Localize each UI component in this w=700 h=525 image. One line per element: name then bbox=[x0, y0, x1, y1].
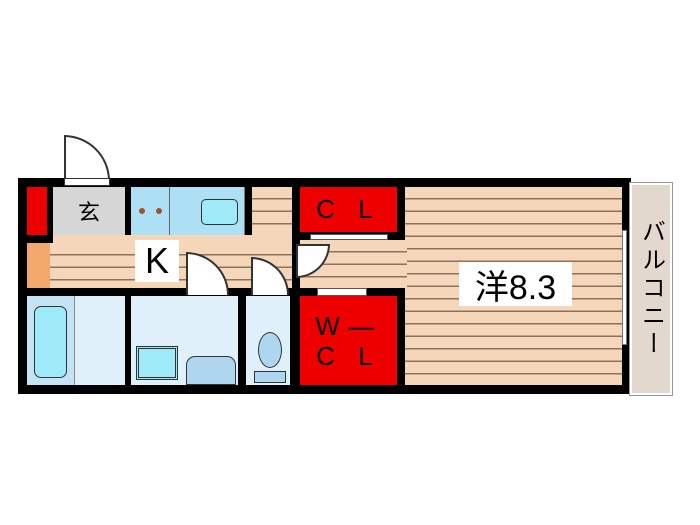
washroom bbox=[131, 296, 238, 385]
balcony-label: バルコニー bbox=[637, 219, 665, 359]
kitchen-counter bbox=[131, 187, 245, 235]
wic-door bbox=[317, 288, 367, 296]
stove-divider bbox=[169, 187, 170, 235]
toilet-tank-icon bbox=[254, 371, 286, 383]
western-room-gap bbox=[397, 240, 407, 288]
balcony: バルコニー bbox=[629, 182, 673, 396]
bathtub-icon bbox=[34, 306, 67, 378]
kitchen-label-box: K bbox=[135, 240, 179, 282]
kitchen-corridor-top bbox=[53, 235, 292, 243]
wic-label-2: C L bbox=[316, 340, 381, 371]
closet-label: C L bbox=[316, 194, 381, 224]
washbasin-icon bbox=[186, 356, 236, 385]
toilet-icon bbox=[258, 332, 282, 368]
closet-sliding-door bbox=[310, 234, 388, 240]
burner-icon bbox=[156, 208, 162, 214]
entrance: 玄 bbox=[53, 187, 125, 235]
washing-machine-icon bbox=[136, 346, 178, 380]
toilet-room bbox=[246, 296, 290, 385]
wic-label-1: W— bbox=[315, 310, 382, 341]
western-room-label-box: 洋8.3 bbox=[459, 262, 572, 307]
bathroom bbox=[27, 296, 125, 385]
fridge-space bbox=[27, 243, 50, 288]
shoe-closet bbox=[27, 187, 47, 235]
kitchen-floor-upper bbox=[252, 187, 292, 235]
entry-door-gap bbox=[64, 178, 110, 186]
western-room-label: 洋8.3 bbox=[474, 268, 557, 307]
balcony-window bbox=[622, 230, 627, 345]
kitchen-label: K bbox=[144, 240, 169, 281]
entry-door bbox=[64, 135, 110, 181]
burner-icon bbox=[139, 208, 145, 214]
closet: C L bbox=[300, 187, 397, 232]
entrance-label: 玄 bbox=[77, 200, 100, 225]
walk-in-closet: W— C L bbox=[300, 296, 397, 385]
sink-icon bbox=[201, 199, 238, 225]
